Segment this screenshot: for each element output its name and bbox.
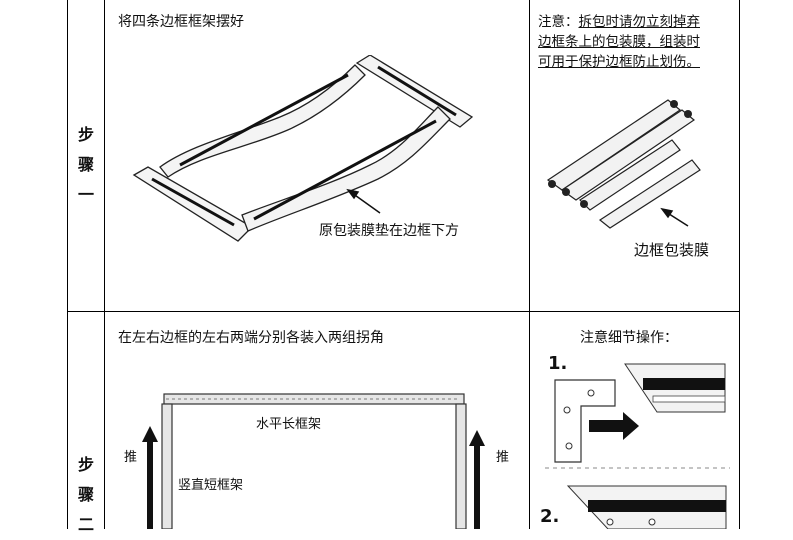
step1-callout-film: 边框包装膜 (634, 241, 710, 259)
instruction-page: 步 骤 一 将四条边框框架摆好 原包装膜垫在边框下方 注意： (67, 0, 740, 534)
step1-label-char-3: 一 (77, 185, 94, 204)
label-vertical-frame: 竖直短框架 (178, 478, 244, 493)
table-border-left (67, 0, 68, 529)
frame-bar-bottom-right (241, 106, 451, 232)
insert-arrow-icon (623, 412, 639, 440)
table-border-right (739, 0, 740, 529)
step1-note-line2: 边框条上的包装膜，组装时 (538, 34, 700, 50)
detail-illustration-2 (566, 485, 727, 529)
step1-note-line3: 可用于保护边框防止划伤。 (538, 54, 700, 70)
table-border-label-col (104, 0, 105, 529)
table-row-divider (67, 311, 740, 312)
step1-note-prefix: 注意： (538, 14, 579, 30)
step2-label: 步 骤 二 (68, 450, 104, 540)
table-border-mid (529, 0, 530, 529)
push-label-left: 推 (124, 450, 138, 465)
step2-frame-illustration (142, 393, 485, 529)
push-label-right: 推 (496, 450, 510, 465)
step2-detail-title: 注意细节操作： (580, 330, 678, 346)
step1-note: 注意：拆包时请勿立刻掉弃 边框条上的包装膜，组装时 可用于保护边框防止划伤。 (538, 12, 738, 72)
step2-label-char-1: 步 (77, 455, 94, 474)
step1-frame-illustration (132, 55, 474, 242)
step1-label: 步 骤 一 (68, 120, 104, 210)
corner-bracket (554, 379, 616, 463)
step2-label-char-3: 二 (77, 515, 94, 534)
detail-number-1: 1. (548, 353, 568, 374)
table-grid (67, 0, 740, 529)
detail-illustration-1 (545, 363, 730, 469)
detail-number-2: 2. (540, 506, 560, 527)
packaging-film-illustration (546, 99, 701, 229)
step2-instruction: 在左右边框的左右两端分别各装入两组拐角 (118, 330, 384, 346)
step1-label-char-1: 步 (77, 125, 94, 144)
step1-callout-pad: 原包装膜垫在边框下方 (319, 223, 459, 239)
frame-bar-bottom-left (132, 166, 254, 242)
step1-instruction: 将四条边框框架摆好 (118, 14, 244, 30)
label-horizontal-frame: 水平长框架 (256, 417, 322, 432)
step2-label-char-2: 骤 (77, 485, 94, 504)
step1-label-char-2: 骤 (77, 155, 94, 174)
step1-note-line1: 拆包时请勿立刻掉弃 (578, 14, 701, 30)
